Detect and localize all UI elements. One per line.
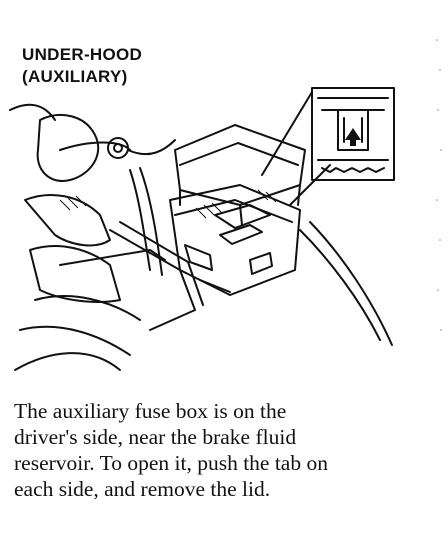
engine-hose-top (59, 141, 131, 151)
inset-detail-box (311, 87, 395, 181)
section-heading: UNDER-HOOD (AUXILIARY) (22, 44, 142, 88)
heading-line-2: (AUXILIARY) (22, 67, 128, 86)
engine-hose-left (36, 114, 100, 182)
heading-line-1: UNDER-HOOD (22, 45, 143, 64)
pointer-line (261, 91, 313, 176)
scan-speckle (436, 39, 442, 331)
cable-rail (109, 229, 196, 331)
caption-line-3: reservoir. To open it, push the tab on (14, 451, 328, 475)
fuse-box-illustration (9, 87, 395, 371)
push-tab-arrow-icon (345, 128, 361, 146)
engine-bracket (24, 194, 111, 247)
caption-line-1: The auxiliary fuse box is on the (14, 399, 287, 423)
fuse-box-base (169, 184, 301, 296)
instruction-caption: The auxiliary fuse box is on the driver'… (14, 398, 444, 502)
caption-line-2: driver's side, near the brake fluid (14, 425, 297, 449)
caption-line-4: each side, and remove the lid. (14, 477, 271, 501)
